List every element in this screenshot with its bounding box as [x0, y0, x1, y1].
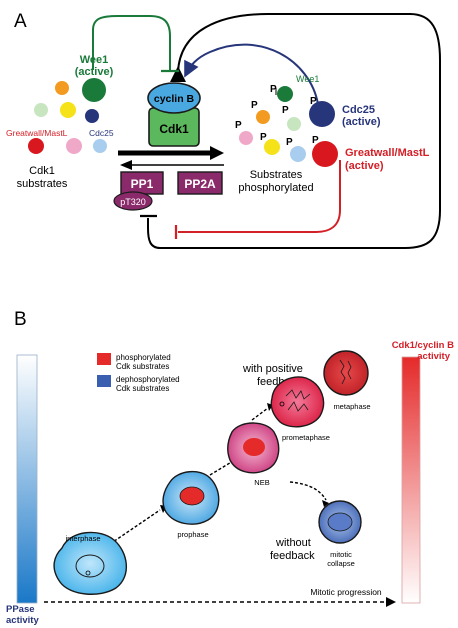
substrate-greatwall: [28, 138, 44, 154]
cyclin-b-ellipse: [147, 82, 201, 114]
pp1-label: PP1: [131, 177, 154, 191]
phospho-p-8: P: [312, 135, 319, 146]
cdc25-small-label: Cdc25: [89, 128, 114, 138]
substrate-pink: [66, 138, 82, 154]
phospho-p-4: P: [235, 120, 242, 131]
cdc25-active-label-1: Cdc25: [342, 104, 375, 116]
phos-substrate-lightgreen: [287, 117, 301, 131]
cdk1-activity-label-2: activity: [417, 351, 450, 362]
legend-phos-label-1: phosphorylated: [116, 353, 171, 362]
legend-dephos-label-2: Cdk substrates: [116, 384, 169, 393]
panel-b-label: B: [14, 309, 27, 330]
phos-substrate-cdc25: [309, 101, 335, 127]
wee1-active-circle: [82, 78, 106, 102]
phospho-p-5: P: [260, 132, 267, 143]
cdk1-activity-label-1: Cdk1/cyclin B: [392, 340, 454, 351]
phospho-p-1: P: [270, 84, 277, 95]
wee1-active-label-2: (active): [75, 66, 114, 78]
pt320-ellipse: [113, 191, 153, 211]
phos-substrate-greatwall: [312, 141, 338, 167]
stage-mitotic-label-2: collapse: [327, 559, 355, 568]
cdc25-active-label-2: (active): [342, 116, 381, 128]
substrate-lightgreen: [34, 103, 48, 117]
wee1-small-label: Wee1: [296, 74, 319, 84]
mitotic-progression-label: Mitotic progression: [310, 587, 382, 597]
metaphase-plate: [339, 359, 352, 385]
greatwall-active-label-1: Greatwall/MastL: [345, 147, 430, 159]
with-feedback-label-1: with positive: [242, 363, 303, 375]
phos-substrate-yellow: [264, 139, 280, 155]
interphase-centrosome: [85, 570, 91, 576]
pp2a-box: [177, 171, 223, 195]
substrate-orange: [55, 81, 69, 95]
ppase-label-1: PPase: [6, 604, 35, 615]
wee1-active-label-1: Wee1: [80, 54, 109, 66]
phosphorylation-arrowhead: [210, 146, 224, 160]
prophase-nucleus: [179, 486, 205, 506]
prometaphase-chromosomes: [285, 389, 311, 412]
neb-chromatin: [243, 438, 265, 456]
cdk1-substrates-label-2: substrates: [17, 178, 68, 190]
stage-mitotic-label-1: mitotic: [330, 550, 352, 559]
stage-interphase-label: interphase: [65, 534, 100, 543]
dephosphorylation-arrowhead: [120, 160, 132, 170]
ppase-gradient-bar: [16, 354, 38, 604]
legend-phos-label-2: Cdk substrates: [116, 362, 169, 371]
legend-dephos-swatch: [97, 375, 111, 387]
cdc25-activation-arrow: [184, 43, 319, 105]
mitotic-collapse-nucleus: [327, 512, 353, 532]
stage-metaphase-label: metaphase: [333, 402, 370, 411]
phos-substrate-pink: [239, 131, 253, 145]
legend-dephos-label-1: dephosphorylated: [116, 375, 180, 384]
cdk1-label: Cdk1: [159, 122, 189, 136]
prometaphase-centrosome: [279, 401, 285, 407]
feedback-loop-line: [147, 13, 441, 249]
phospho-p-7: P: [310, 96, 317, 107]
stage-prometaphase-label: prometaphase: [282, 433, 330, 442]
interphase-nucleus: [75, 554, 105, 578]
phospho-p-6: P: [286, 137, 293, 148]
phospho-p-2: P: [251, 100, 258, 111]
phos-substrate-lightblue: [290, 146, 306, 162]
without-feedback-label-2: feedback: [270, 550, 315, 562]
phosphorylated-substrates: P Wee1 P P P P P P P: [235, 74, 338, 167]
substrate-cdc25: [85, 109, 99, 123]
substrates-phos-label-1: Substrates: [250, 169, 303, 181]
stage-neb-label: NEB: [254, 478, 269, 487]
wee1-inhibition-line: [92, 15, 171, 70]
cdk1-substrates-label-1: Cdk1: [29, 165, 55, 177]
ppase-label-2: activity: [6, 615, 39, 626]
cdk1-gradient-bar: [401, 356, 421, 604]
greatwall-small-label: Greatwall/MastL: [6, 128, 68, 138]
cell-prometaphase: [270, 376, 325, 428]
substrate-yellow: [60, 102, 76, 118]
legend-phos-swatch: [97, 353, 111, 365]
cell-metaphase: [323, 350, 369, 396]
greatwall-inhibition-line: [178, 160, 341, 233]
stage-prophase-label: prophase: [177, 530, 208, 539]
phos-substrate-wee1: [277, 86, 293, 102]
substrate-lightblue: [93, 139, 107, 153]
cyclin-b-label: cyclin B: [154, 93, 195, 105]
phos-substrate-orange: [256, 110, 270, 124]
pt320-label: pT320: [120, 197, 146, 207]
pp2a-label: PP2A: [184, 177, 216, 191]
without-feedback-label-1: without: [275, 537, 311, 549]
mitotic-progression-arrowhead: [386, 597, 396, 607]
greatwall-active-label-2: (active): [345, 160, 384, 172]
cell-interphase: [53, 531, 127, 595]
panel-a-label: A: [14, 11, 27, 32]
phospho-p-3: P: [282, 105, 289, 116]
substrates-phos-label-2: phosphorylated: [238, 182, 313, 194]
